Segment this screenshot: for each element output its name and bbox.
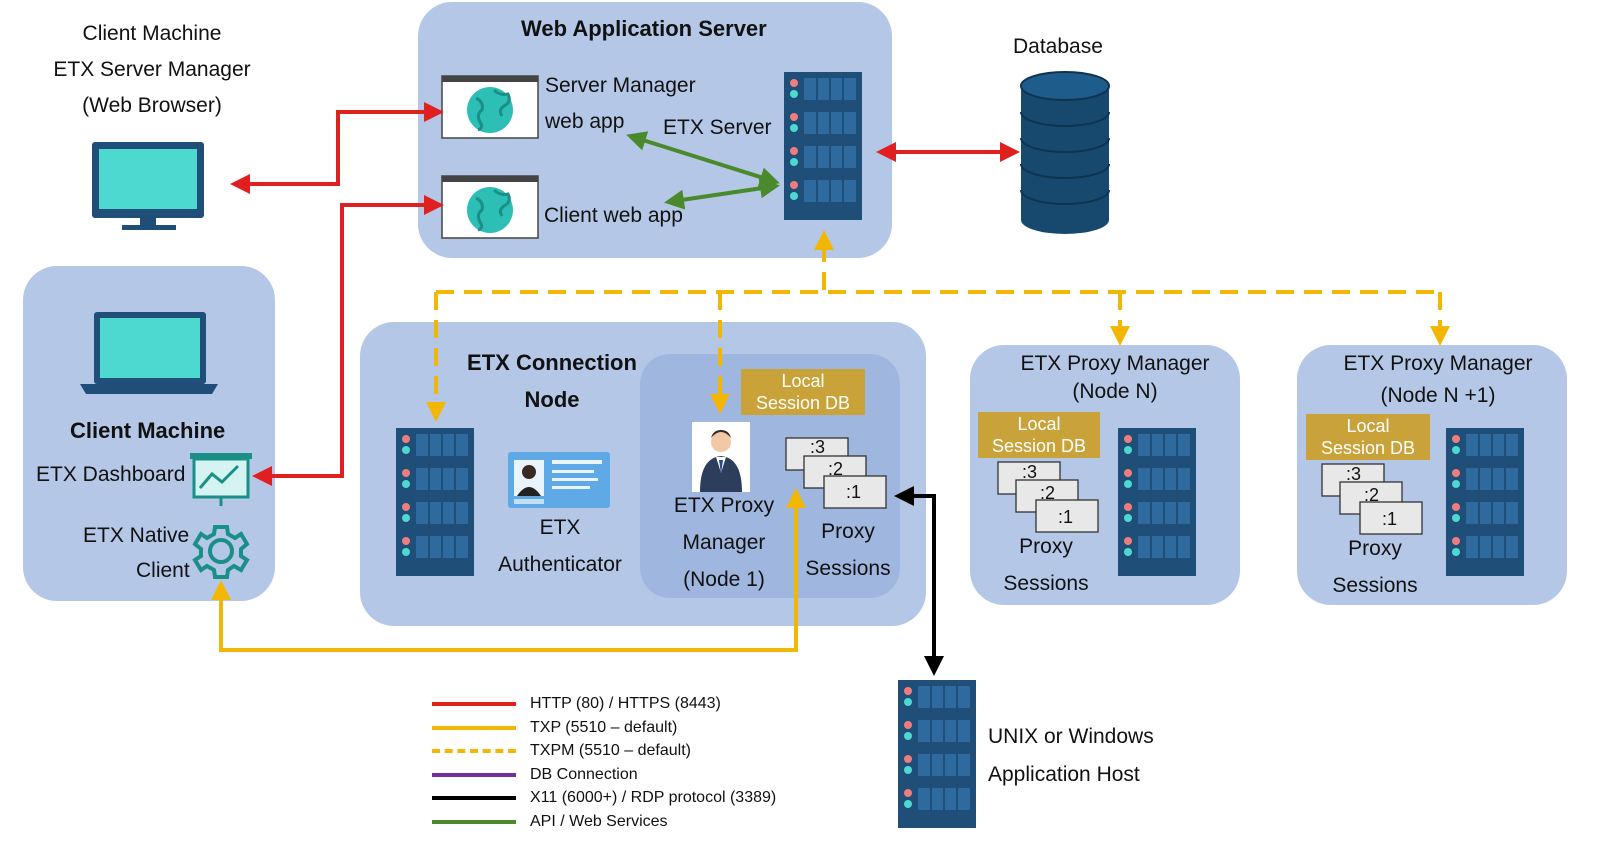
node1-local-session-db: Local Session DB — [741, 369, 865, 415]
legend-item-txpm: TXPM (5510 – default) — [432, 739, 691, 762]
node-n-session-card-1: :1 — [1058, 507, 1074, 527]
id-card-icon — [508, 452, 610, 508]
legend-label-db: DB Connection — [530, 765, 638, 783]
node-n1-server-icon — [1445, 427, 1525, 577]
app-host-line2: Application Host — [988, 762, 1140, 786]
client-web-app-globe-icon — [440, 174, 540, 240]
app-host-label: UNIX or Windows Application Host — [988, 718, 1154, 794]
legend-item-api: API / Web Services — [432, 810, 668, 833]
proxy-manager-person-icon — [692, 422, 750, 492]
node-n-proxy-sessions-label: Proxy Sessions — [996, 529, 1096, 603]
client-browser-label: Client Machine ETX Server Manager (Web B… — [30, 16, 274, 124]
node1-proxy-sessions-line1: Proxy — [821, 520, 875, 543]
node1-proxy-sessions-label: Proxy Sessions — [798, 514, 898, 588]
node-n-session-card-2: :2 — [1040, 483, 1056, 503]
client-web-app-label: Client web app — [544, 204, 683, 227]
node1-session-card-2: :2 — [828, 459, 844, 479]
proxy-node-n-title-line2: (Node N) — [1072, 380, 1158, 404]
authenticator-line2: Authenticator — [498, 552, 622, 576]
server-manager-label-line2: web app — [545, 110, 625, 133]
node-n-local-db-line1: Local — [1017, 414, 1061, 434]
proxy-manager-node1-line3: (Node 1) — [683, 567, 765, 591]
legend-swatch-x11 — [432, 795, 516, 800]
monitor-icon — [92, 142, 204, 230]
etx-native-label-line2: Client — [136, 559, 190, 582]
node-n1-session-card-1: :1 — [1382, 509, 1398, 529]
legend-item-x11: X11 (6000+) / RDP protocol (3389) — [432, 786, 776, 809]
legend-label-x11: X11 (6000+) / RDP protocol (3389) — [530, 788, 777, 806]
node-n1-local-db-line1: Local — [1346, 416, 1390, 436]
node-n-proxy-sessions-line1: Proxy — [1019, 535, 1073, 558]
proxy-node-n1-title: ETX Proxy Manager (Node N +1) — [1297, 346, 1579, 413]
node-n1-session-card-3: :3 — [1346, 464, 1362, 484]
node1-session-card-3: :3 — [810, 437, 826, 457]
node1-local-db-line2: Session DB — [755, 393, 851, 413]
http-dashboard-to-client-web-app — [252, 195, 444, 486]
etx-server-label: ETX Server — [663, 116, 772, 139]
proxy-node-n1-title-line1: ETX Proxy Manager — [1343, 352, 1533, 375]
connection-node-title-line1: ETX Connection — [467, 350, 637, 375]
database-label: Database — [1013, 35, 1103, 58]
legend-swatch-api — [432, 819, 516, 824]
proxy-manager-node1-line2: Manager — [682, 530, 766, 554]
legend-label-txp: TXP (5510 – default) — [530, 718, 678, 736]
node1-proxy-sessions-line2: Sessions — [805, 556, 891, 580]
node-n1-proxy-sessions-label: Proxy Sessions — [1325, 531, 1425, 605]
node-n1-proxy-sessions-line2: Sessions — [1332, 573, 1418, 597]
legend-label-http: HTTP (80) / HTTPS (8443) — [530, 694, 721, 712]
dashboard-chart-icon — [190, 453, 252, 506]
application-host-server-icon — [897, 679, 977, 829]
node-n-local-db-line2: Session DB — [991, 436, 1087, 456]
gear-icon — [192, 525, 250, 579]
proxy-manager-node1-line1: ETX Proxy — [673, 494, 775, 517]
legend-label-txpm: TXPM (5510 – default) — [530, 741, 691, 759]
http-browser-to-server-manager — [230, 102, 444, 194]
etx-dashboard-label: ETX Dashboard — [36, 463, 186, 486]
web-server-title: Web Application Server — [521, 16, 767, 41]
connection-node-server-icon — [395, 427, 475, 577]
authenticator-label: ETX Authenticator — [490, 510, 630, 584]
proxy-node-n1-title-line2: (Node N +1) — [1380, 383, 1496, 407]
txp-native-client-to-sessions — [211, 488, 806, 652]
etx-server-icon — [783, 71, 863, 221]
etx-native-label-line1: ETX Native — [83, 524, 190, 547]
node-n1-session-card-2: :2 — [1364, 485, 1380, 505]
legend-item-txp: TXP (5510 – default) — [432, 716, 677, 739]
legend-item-db: DB Connection — [432, 763, 638, 786]
server-manager-label-line1: Server Manager — [545, 74, 696, 97]
x11-sessions-to-app-host — [894, 486, 944, 676]
server-manager-globe-icon — [440, 74, 540, 140]
connection-node-title-line2: Node — [524, 386, 580, 412]
client-browser-line1: Client Machine — [82, 22, 222, 45]
client-machine-title: Client Machine — [70, 418, 226, 443]
node-n-session-card-3: :3 — [1022, 462, 1038, 482]
client-browser-line3: (Web Browser) — [82, 93, 222, 117]
legend-label-api: API / Web Services — [530, 812, 668, 830]
node-n-local-session-db: Local Session DB — [978, 412, 1100, 458]
node1-session-card-1: :1 — [846, 482, 862, 502]
legend-swatch-txp — [432, 725, 516, 730]
client-browser-line2: ETX Server Manager — [53, 57, 251, 81]
legend-swatch-txpm — [432, 748, 516, 753]
proxy-node-n-title-line1: ETX Proxy Manager — [1020, 352, 1210, 375]
database-cylinder-icon — [1020, 71, 1110, 234]
app-host-line1: UNIX or Windows — [988, 725, 1154, 748]
api-server-manager-to-etx-server — [626, 131, 780, 187]
node-n-proxy-sessions-line2: Sessions — [1003, 571, 1089, 595]
legend-swatch-http — [432, 701, 516, 706]
node-n1-local-session-db: Local Session DB — [1306, 414, 1430, 460]
node-n-server-icon — [1117, 427, 1197, 577]
node-n1-proxy-sessions-line1: Proxy — [1348, 537, 1402, 560]
node-n1-local-db-line2: Session DB — [1320, 438, 1416, 458]
proxy-node-n-title: ETX Proxy Manager (Node N) — [970, 350, 1260, 407]
connection-node-title: ETX Connection Node — [452, 344, 652, 419]
proxy-manager-node1-label: ETX Proxy Manager (Node 1) — [662, 488, 786, 598]
legend-swatch-db — [432, 772, 516, 777]
node1-local-db-line1: Local — [781, 371, 825, 391]
legend-item-http: HTTP (80) / HTTPS (8443) — [432, 692, 721, 715]
api-client-web-app-to-etx-server — [664, 178, 780, 210]
laptop-icon — [80, 312, 218, 394]
authenticator-line1: ETX — [539, 516, 581, 539]
